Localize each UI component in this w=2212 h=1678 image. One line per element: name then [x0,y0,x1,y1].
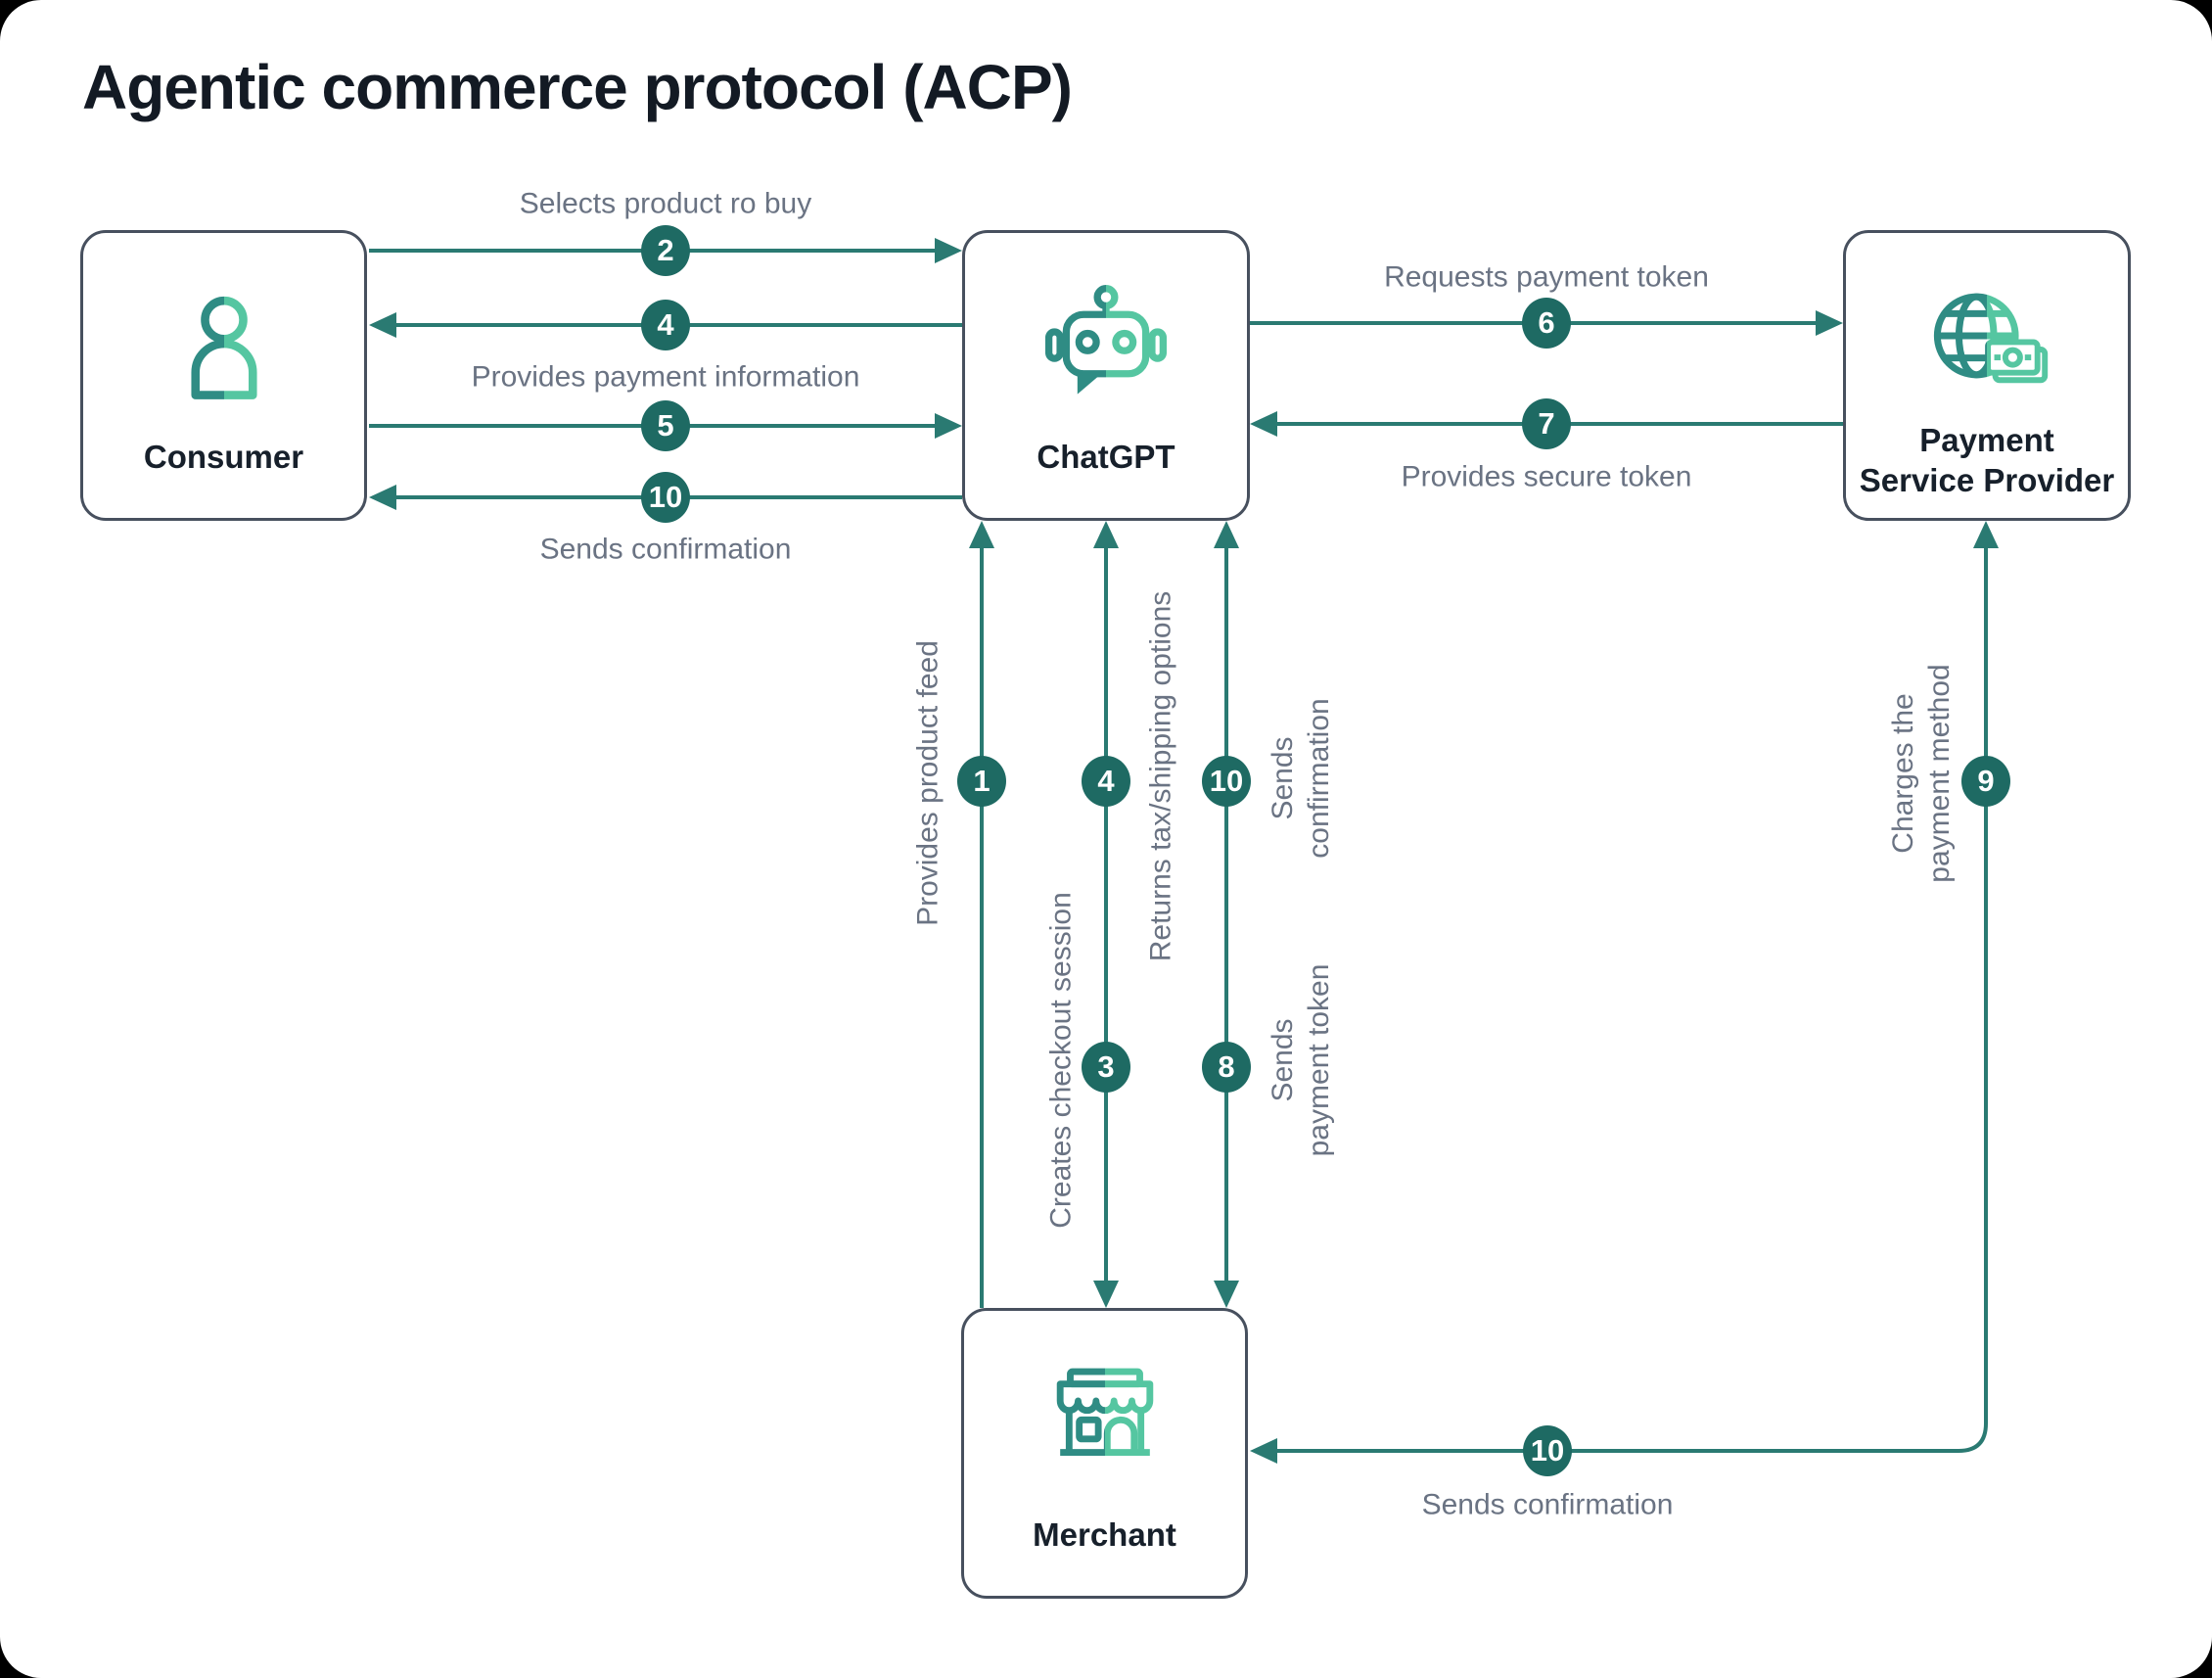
step-badge-10-b: 10 [1523,1425,1572,1476]
step-badge-10-v: 10 [1202,756,1251,807]
globe-payment-icon [1933,293,2049,384]
step-badge-4-h: 4 [641,300,690,350]
step-badge-5: 5 [641,400,690,451]
person-icon [190,296,257,399]
edge-label-creates-checkout-session: Creates checkout session [1044,892,1078,1229]
edge-label-sends-payment-token: Sends payment token [1267,963,1335,1157]
edge-label-requests-payment-token: Requests payment token [1384,260,1709,294]
node-chatgpt-label: ChatGPT [1037,439,1175,475]
step-badge-4-v: 4 [1082,756,1130,807]
step-badge-3: 3 [1082,1042,1130,1093]
node-merchant-label: Merchant [1033,1516,1176,1553]
storefront-icon [1056,1368,1153,1457]
node-payment-service-provider: Payment Service Provider [1843,230,2131,521]
page-title: Agentic commerce protocol (ACP) [82,52,1073,122]
step-badge-9: 9 [1961,756,2010,807]
edge-label-provides-product-feed: Provides product feed [911,640,945,926]
node-psp-label: Payment Service Provider [1859,422,2115,498]
robot-icon [1044,285,1168,395]
edge-label-sends-confirmation-consumer: Sends confirmation [539,533,792,566]
node-chatgpt: ChatGPT [962,230,1250,521]
edge-label-sends-confirmation-merchant: Sends confirmation [1421,1488,1674,1521]
node-consumer: Consumer [80,230,367,521]
step-badge-8: 8 [1202,1042,1251,1093]
step-badge-1: 1 [957,756,1006,807]
node-merchant: Merchant [961,1308,1248,1599]
step-badge-2: 2 [641,225,690,276]
step-badge-7: 7 [1522,398,1571,449]
edge-label-charges-payment-method: Charges the payment method [1887,664,1956,883]
edge-label-selects-product: Selects product ro buy [519,187,812,220]
step-badge-10-h: 10 [641,472,690,523]
node-consumer-label: Consumer [143,439,304,475]
edge-label-provides-secure-token: Provides secure token [1401,460,1692,493]
edge-label-returns-tax-shipping: Returns tax/shipping options [1144,590,1177,962]
step-badge-6: 6 [1522,298,1571,349]
edge-label-sends-confirmation-vertical: Sends confirmation [1267,698,1335,859]
edge-label-provides-payment-info: Provides payment information [471,360,860,394]
